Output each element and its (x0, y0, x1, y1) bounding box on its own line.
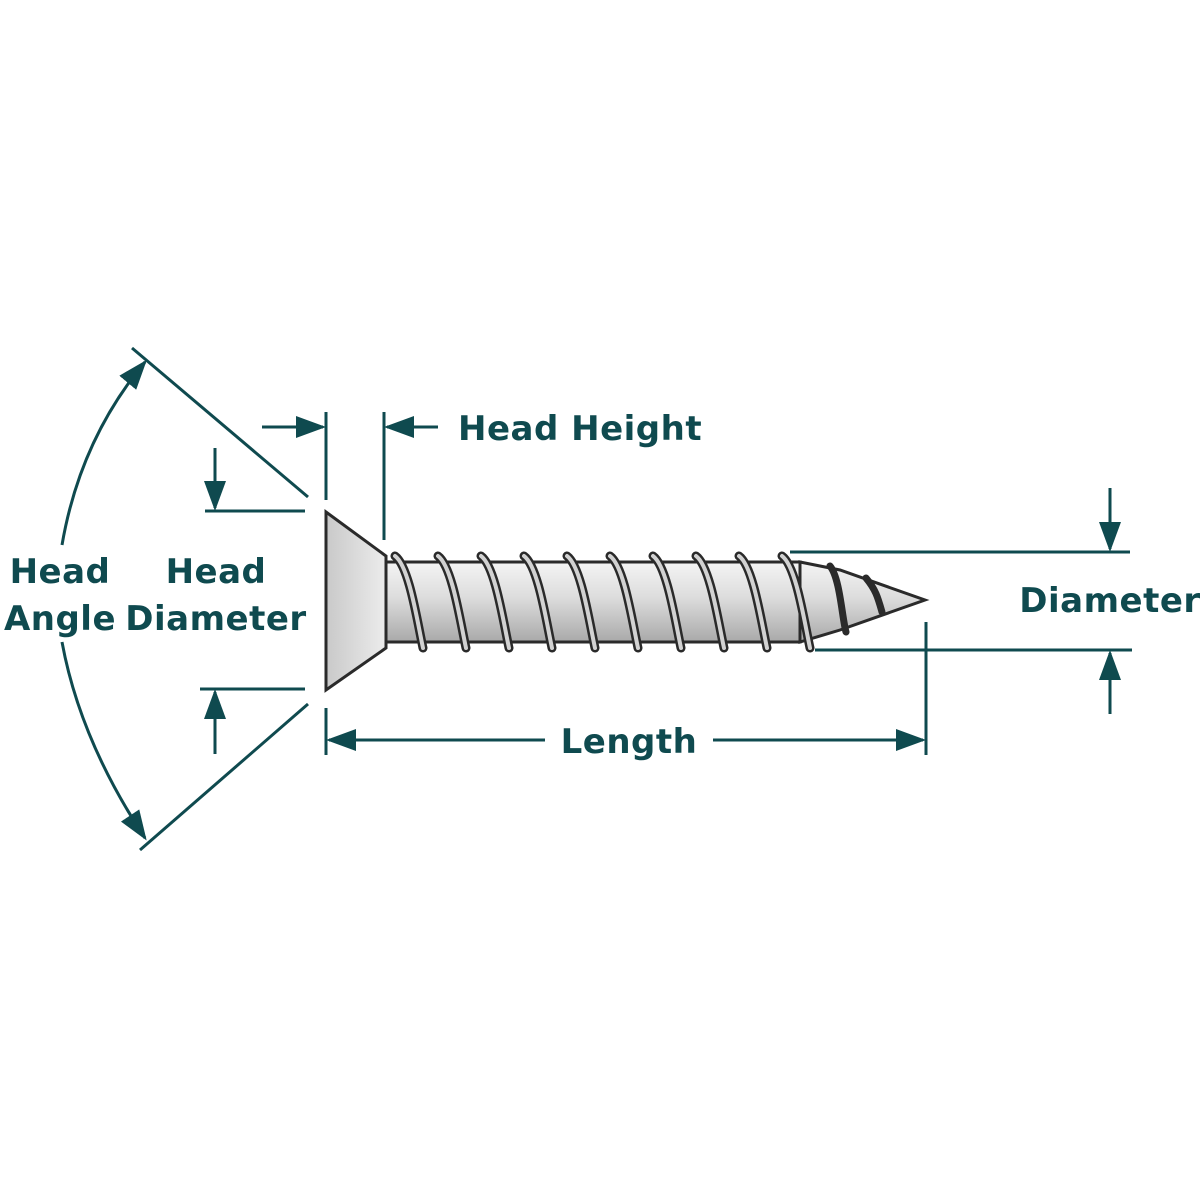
head-height-label: Head Height (458, 409, 702, 449)
screw-threads (390, 551, 886, 653)
diameter-label: Diameter (1019, 581, 1200, 621)
screw-illustration (324, 509, 930, 693)
thread-crest-highlight (479, 554, 511, 650)
head-diameter-label-line1: Head (166, 552, 267, 592)
length-label: Length (561, 722, 698, 762)
head-height-dimension (262, 412, 438, 540)
thread-crest-highlight (436, 554, 468, 650)
tip-thread-crest (862, 574, 886, 616)
screw-tip (798, 560, 930, 645)
thread-crest-highlight (393, 554, 425, 650)
thread-crest-highlight (608, 554, 640, 650)
head-angle-arc-lower (60, 641, 147, 841)
head-angle-extension-upper (131, 346, 309, 499)
thread-crest-highlight (651, 554, 683, 650)
thread-crest-highlight (780, 554, 812, 650)
thread-crest-highlight (694, 554, 726, 650)
diameter-dimension (790, 488, 1132, 714)
head-diameter-dimension (200, 448, 305, 754)
thread-crest-highlight (522, 554, 554, 650)
head-diameter-label-line2: Diameter (125, 599, 306, 639)
head-angle-label-line1: Head (10, 552, 111, 592)
thread-crest-highlight (737, 554, 769, 650)
screw-head (324, 509, 388, 693)
thread-crest-highlight (565, 554, 597, 650)
head-angle-extension-lower (139, 702, 309, 852)
head-angle-arc-upper (60, 359, 147, 546)
head-angle-label-line2: Angle (4, 599, 116, 639)
length-dimension (324, 622, 928, 755)
head-angle-dimension (60, 346, 309, 852)
tip-thread-crest (826, 562, 850, 636)
